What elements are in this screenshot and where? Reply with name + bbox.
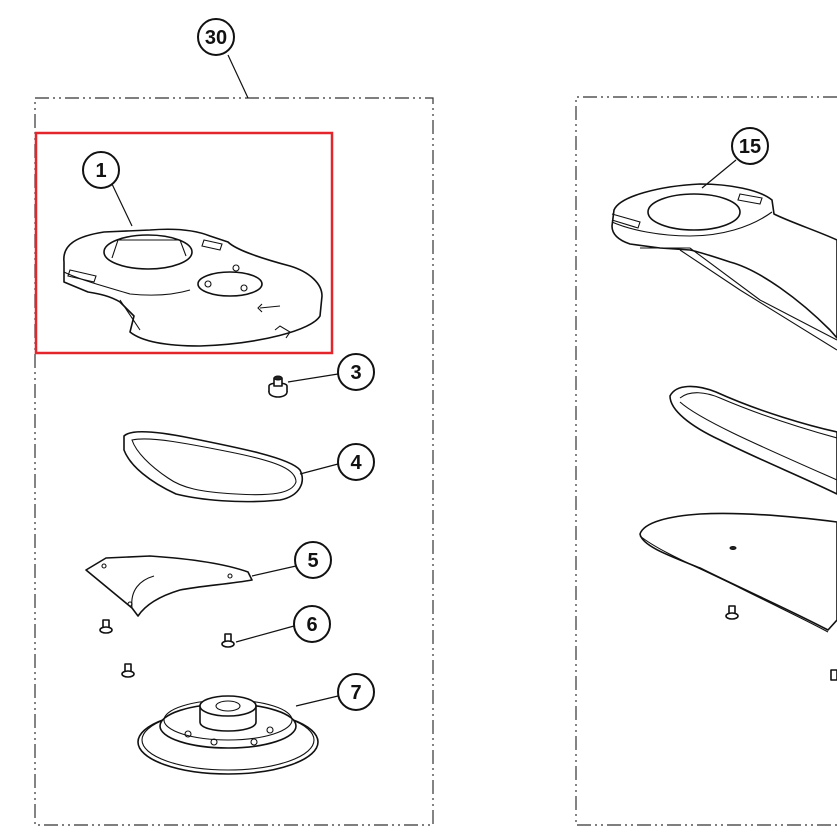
- belt-part-right[interactable]: [669, 385, 837, 495]
- assembly-frame-left: [34, 97, 434, 826]
- callout-5[interactable]: 5: [251, 541, 332, 579]
- callout-1-label: 1: [95, 160, 106, 182]
- guard-part-right[interactable]: [639, 512, 837, 633]
- screw-part-right-2[interactable]: [830, 669, 837, 681]
- screw-part-right-1[interactable]: [725, 605, 739, 620]
- callout-30-label: 30: [205, 27, 227, 49]
- callout-3[interactable]: 3: [287, 353, 375, 391]
- callout-15-label: 15: [739, 136, 761, 158]
- callout-1[interactable]: 1: [82, 151, 133, 227]
- arm-part[interactable]: [611, 183, 837, 351]
- assembly-frame-right: [575, 96, 837, 826]
- pulley-part[interactable]: [137, 695, 319, 775]
- screw-part-1[interactable]: [99, 619, 113, 634]
- callout-6[interactable]: 6: [235, 605, 331, 643]
- callout-5-label: 5: [307, 550, 318, 572]
- guard-part[interactable]: [85, 555, 253, 617]
- callout-7-label: 7: [350, 682, 361, 704]
- selected-part-highlight: [34, 131, 334, 355]
- screw-part-2[interactable]: [221, 633, 235, 648]
- callout-15[interactable]: 15: [701, 127, 769, 189]
- callout-7[interactable]: 7: [295, 673, 375, 711]
- callout-30[interactable]: 30: [197, 18, 249, 99]
- screw-part-3[interactable]: [121, 663, 135, 678]
- callout-4[interactable]: 4: [299, 443, 375, 481]
- callout-3-label: 3: [350, 362, 361, 384]
- nut-part[interactable]: [268, 375, 288, 398]
- callout-6-label: 6: [306, 614, 317, 636]
- mounting-plate-part[interactable]: [63, 228, 323, 347]
- belt-part[interactable]: [123, 430, 304, 503]
- callout-4-label: 4: [350, 452, 362, 474]
